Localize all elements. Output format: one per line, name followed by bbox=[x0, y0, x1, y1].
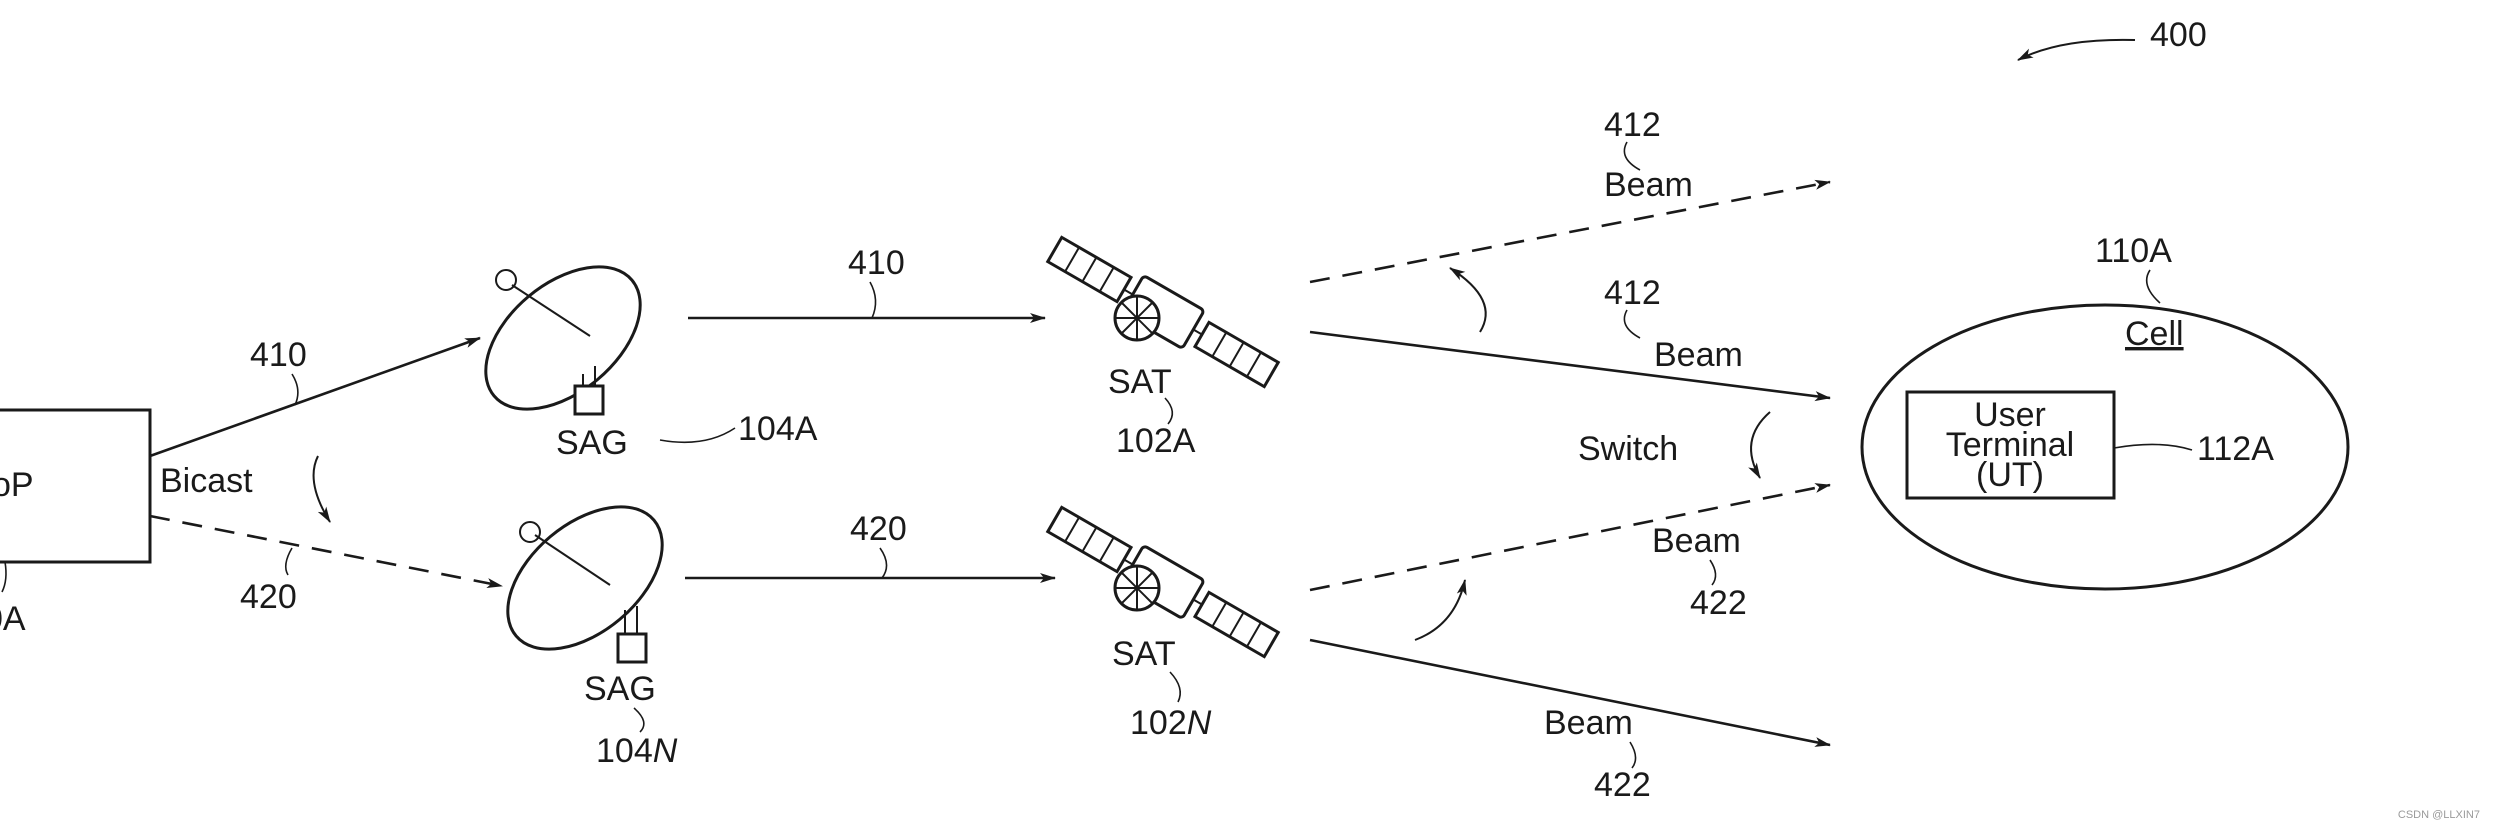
watermark: CSDN @LLXIN7 bbox=[2398, 809, 2480, 821]
cell-ref: 110A bbox=[2095, 232, 2172, 270]
ut-line-3: (UT) bbox=[1976, 456, 2044, 494]
upper-switch-arrow bbox=[1450, 268, 1486, 332]
switch-label: Switch bbox=[1578, 430, 1678, 468]
beam-422-to-cell bbox=[1310, 485, 1830, 590]
ut-ref: 112A bbox=[2197, 430, 2274, 468]
sat-n-ref: 102N bbox=[1130, 704, 1212, 742]
sag-a-dish-icon bbox=[459, 239, 666, 437]
sag-n-label: SAG bbox=[584, 670, 656, 708]
figure-number: 400 bbox=[2150, 16, 2207, 54]
beam-mid-ref: 412 bbox=[1604, 274, 1661, 312]
sag-a-ref-leader bbox=[660, 428, 735, 442]
switch-arrow bbox=[1751, 412, 1770, 478]
link-420-leader-mid bbox=[880, 548, 887, 578]
beam-lower-ref: 422 bbox=[1690, 584, 1747, 622]
link-410-leader-left bbox=[292, 374, 298, 405]
beam-mid-label: Beam bbox=[1654, 336, 1743, 374]
beam-412-upper bbox=[1310, 182, 1830, 282]
beam-mid-leader bbox=[1624, 310, 1640, 338]
sat-a-ref-leader bbox=[1165, 398, 1172, 424]
bicast-label: Bicast bbox=[160, 462, 253, 500]
pop-ref-leader bbox=[2, 562, 6, 592]
pop-ref: 0A bbox=[0, 600, 26, 638]
lower-switch-arrow bbox=[1415, 580, 1465, 640]
sag-a-ref: 104A bbox=[738, 410, 818, 448]
beam-bottom-ref: 422 bbox=[1594, 766, 1651, 804]
sat-n-ref-leader bbox=[1170, 672, 1180, 702]
sag-n-ref-leader bbox=[634, 708, 644, 732]
sag-a-label: SAG bbox=[556, 424, 628, 462]
beam-lower-leader bbox=[1710, 560, 1716, 585]
beam-412-to-cell bbox=[1310, 332, 1830, 398]
pop-label: oP bbox=[0, 466, 34, 504]
link-410-label-left: 410 bbox=[250, 336, 307, 374]
link-410-pop-sag bbox=[150, 338, 480, 456]
sag-n-ref: 104N bbox=[596, 732, 678, 770]
cell-ref-leader bbox=[2147, 270, 2160, 303]
link-420-pop-sag bbox=[150, 516, 502, 586]
sat-n-label: SAT bbox=[1112, 635, 1176, 673]
beam-upper-ref: 412 bbox=[1604, 106, 1661, 144]
beam-bottom-leader bbox=[1630, 742, 1636, 768]
bicast-arrow bbox=[314, 456, 330, 522]
figure-number-arrow bbox=[2018, 40, 2135, 60]
sag-n-dish-icon bbox=[481, 479, 688, 677]
link-410-leader-mid bbox=[870, 282, 876, 318]
beam-upper-label: Beam bbox=[1604, 166, 1693, 204]
link-420-label-mid: 420 bbox=[850, 510, 907, 548]
link-420-label-left: 420 bbox=[240, 578, 297, 616]
link-420-leader-left bbox=[286, 548, 292, 575]
sat-a-ref: 102A bbox=[1116, 422, 1196, 460]
beam-bottom-label: Beam bbox=[1544, 704, 1633, 742]
sat-a-label: SAT bbox=[1108, 363, 1172, 401]
beam-lower-label: Beam bbox=[1652, 522, 1741, 560]
link-410-label-mid: 410 bbox=[848, 244, 905, 282]
cell-label: Cell bbox=[2125, 315, 2184, 353]
